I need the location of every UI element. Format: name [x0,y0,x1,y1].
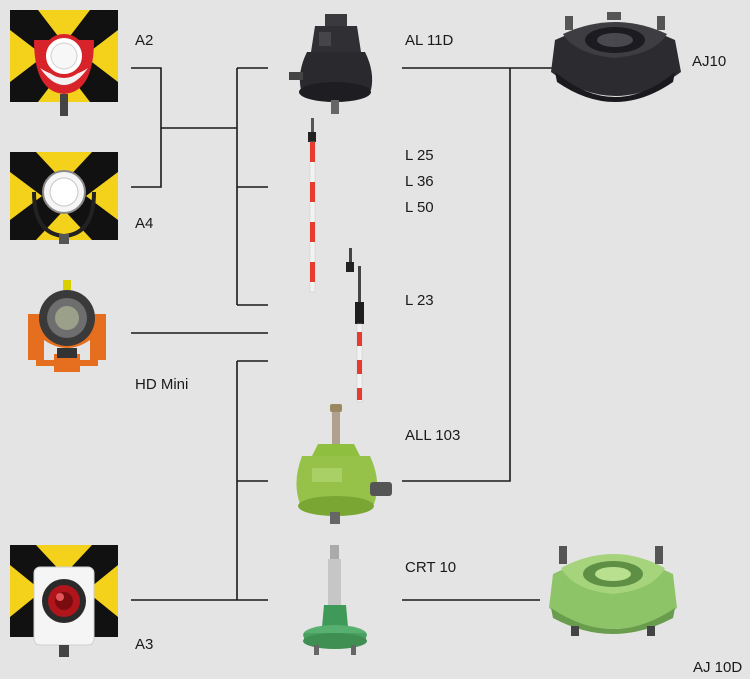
prism-hd-mini-image [22,278,112,383]
label-hd-mini: HD Mini [135,376,189,393]
label-a3: A3 [135,636,154,653]
label-crt10: CRT 10 [405,559,457,576]
pole-l23-image [340,246,370,406]
prism-a2-image [10,10,120,120]
label-al11d: AL 11D [405,32,454,49]
adapter-all103-image [290,404,395,529]
label-a4: A4 [135,215,154,232]
prism-a4-image [10,150,120,245]
connector-l23-all103-crt10-bus [131,360,268,601]
label-pole-l36: L 36 [405,173,434,190]
label-pole-l50: L 50 [405,199,434,216]
label-aj10: AJ10 [692,53,727,70]
label-pole-l25: L 25 [405,147,434,164]
adapter-al11d-image [285,12,385,122]
label-group-poles: L 25 L 36 L 50 [405,143,434,221]
connector-all103-aj10 [402,68,511,482]
tribrach-aj10d-image [543,538,683,650]
tribrach-aj10-image [545,10,685,122]
connector-a2-a4-bracket [131,67,237,188]
carrier-crt10-image [300,545,370,657]
prism-a3-image [10,545,120,660]
label-l23: L 23 [405,292,434,309]
connector-al11d-poles-l23-bus [236,67,268,306]
label-aj10d: AJ 10D [693,659,743,676]
label-all103: ALL 103 [405,427,461,444]
label-a2: A2 [135,32,154,49]
pole-l25-l36-l50-image [303,118,323,296]
